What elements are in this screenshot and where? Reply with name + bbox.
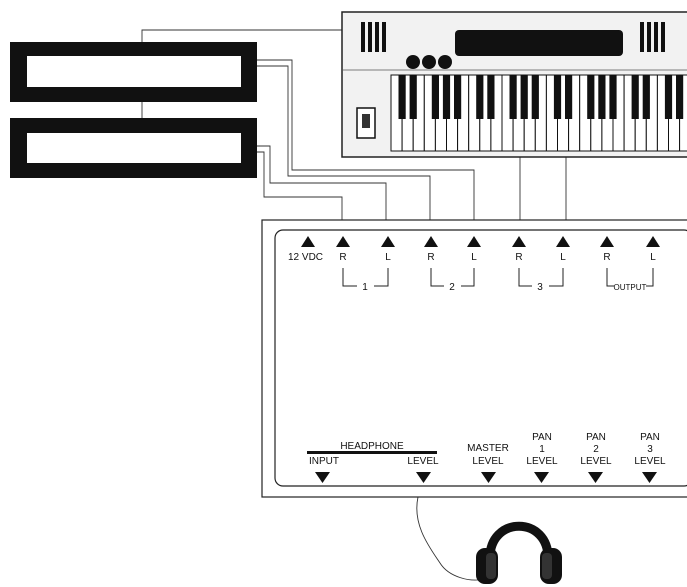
black-key-icon	[442, 75, 451, 119]
black-key-icon	[565, 75, 573, 119]
ch2-right-label: R	[427, 252, 434, 263]
display-icon	[455, 30, 623, 56]
black-key-icon	[476, 75, 484, 119]
black-key-icon	[409, 75, 417, 119]
pan1-label-line2: 1	[539, 444, 545, 455]
arrow-down-icon	[315, 472, 657, 483]
pan1-label-line3: LEVEL	[526, 456, 558, 467]
arrow-up-icon	[301, 236, 660, 247]
headphone-bar	[307, 451, 437, 454]
ch2-left-label: L	[471, 252, 477, 263]
pan1-label-line1: PAN	[532, 432, 552, 443]
black-key-icon	[598, 75, 606, 119]
black-key-icon	[509, 75, 517, 119]
black-key-icon	[553, 75, 562, 119]
channel-brackets	[342, 268, 654, 287]
master-label-line1: MASTER	[467, 443, 509, 454]
pan2-label-line3: LEVEL	[580, 456, 612, 467]
keyboard-icon	[341, 11, 687, 158]
black-key-icon	[531, 75, 539, 119]
channel-2-number: 2	[449, 282, 455, 293]
sound-module-icon	[10, 42, 257, 102]
sound-module-icon	[10, 118, 257, 178]
power-jack-label: 12 VDC	[288, 252, 323, 263]
speaker-grille-icon	[361, 22, 386, 52]
button-icon	[422, 55, 436, 69]
output-left-label: L	[650, 252, 656, 263]
pan3-label-line3: LEVEL	[634, 456, 666, 467]
master-label-line2: LEVEL	[472, 456, 504, 467]
channel-3-number: 3	[537, 282, 543, 293]
black-key-icon	[431, 75, 439, 119]
speaker-grille-icon	[640, 22, 665, 52]
button-icon	[406, 55, 420, 69]
black-key-icon	[631, 75, 639, 119]
output-right-label: R	[603, 252, 610, 263]
black-key-icon	[398, 75, 406, 119]
connection-wires	[141, 29, 567, 581]
ch1-right-label: R	[339, 252, 346, 263]
piano-keys-icon	[390, 74, 687, 152]
headphones-icon	[476, 521, 562, 584]
output-label: OUTPUT	[614, 283, 647, 292]
pan3-label-line1: PAN	[640, 432, 660, 443]
black-key-icon	[487, 75, 495, 119]
black-key-icon	[587, 75, 595, 119]
headphone-title: HEADPHONE	[340, 441, 404, 452]
black-key-icon	[454, 75, 462, 119]
channel-1-number: 1	[362, 282, 368, 293]
black-key-icon	[676, 75, 684, 119]
black-key-icon	[609, 75, 617, 119]
ch1-left-label: L	[385, 252, 391, 263]
button-icon	[438, 55, 452, 69]
black-key-icon	[664, 75, 673, 119]
ch3-left-label: L	[560, 252, 566, 263]
pan2-label-line1: PAN	[586, 432, 606, 443]
headphone-level-label: LEVEL	[407, 456, 439, 467]
black-key-icon	[520, 75, 528, 119]
pan2-label-line2: 2	[593, 444, 599, 455]
mixer-panel: 12 VDC R L R L R L R L 1 2 3 OUTPUT HEAD…	[261, 219, 687, 498]
headphone-input-label: INPUT	[309, 456, 339, 467]
black-key-icon	[642, 75, 650, 119]
pan3-label-line2: 3	[647, 444, 653, 455]
ch3-right-label: R	[515, 252, 522, 263]
